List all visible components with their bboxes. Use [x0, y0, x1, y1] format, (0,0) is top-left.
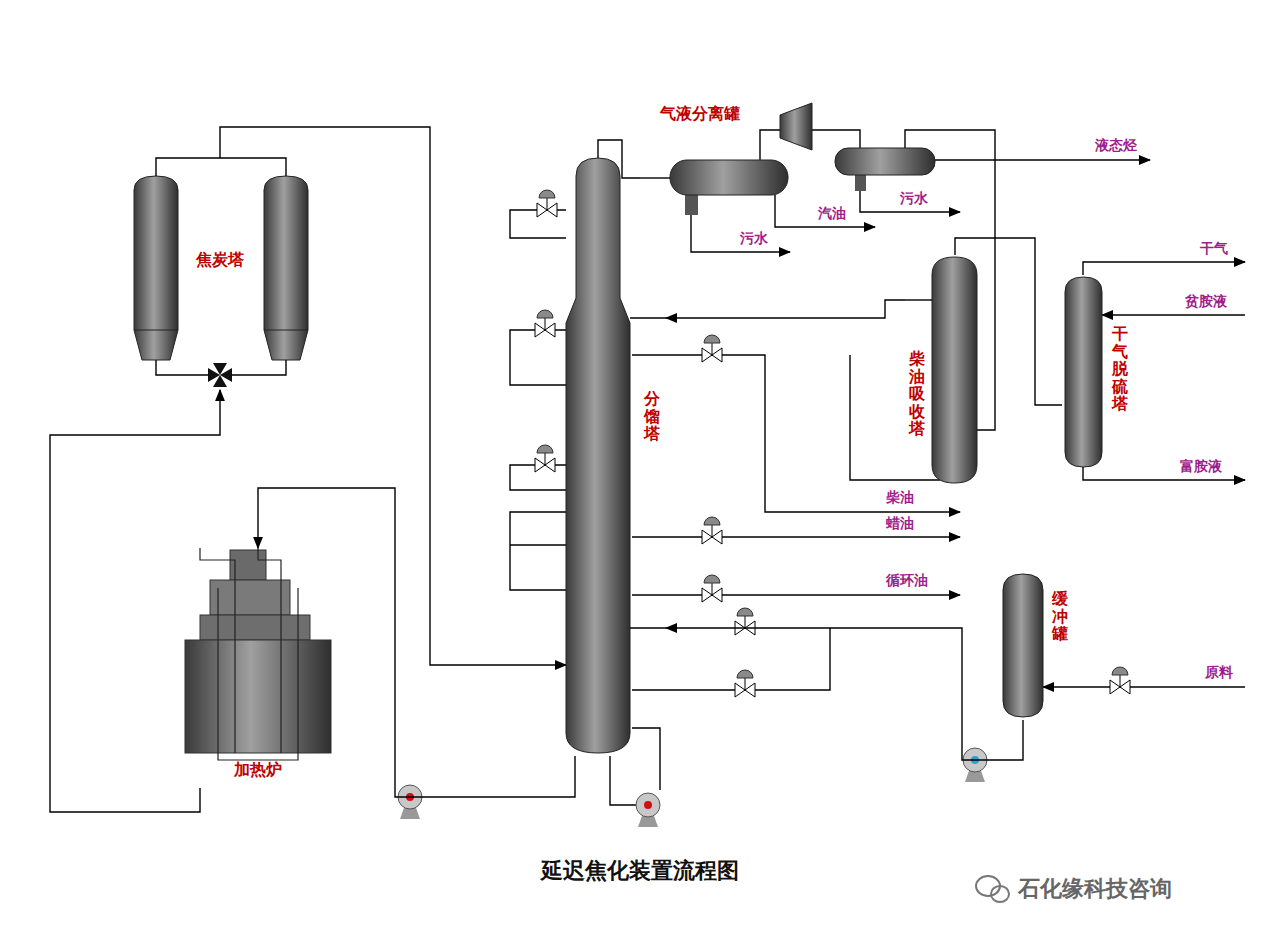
equipment-name: 加热炉	[234, 760, 282, 781]
equipment-outline	[1062, 275, 1142, 470]
stream-label: 贫胺液	[1185, 293, 1227, 311]
equipment-name: 缓冲罐	[1052, 590, 1068, 643]
stream-label: 柴油	[886, 489, 914, 507]
equipment-outline	[566, 158, 666, 756]
equipment-node: 柴油吸收塔	[905, 255, 980, 487]
equipment-name: 干气脱硫塔	[1112, 325, 1128, 413]
stream-label: 富胺液	[1180, 458, 1222, 476]
watermark: 石化缘科技咨询	[1018, 874, 1172, 904]
equipment-name: 焦炭塔	[196, 250, 244, 271]
stream-label: 原料	[1205, 664, 1233, 682]
stream-label: 污水	[900, 190, 928, 208]
equipment-node: 焦炭塔	[130, 150, 310, 390]
stream-label: 干气	[1200, 240, 1228, 258]
diagram-title: 延迟焦化装置流程图	[541, 856, 739, 886]
equipment-node: 加热炉	[183, 548, 333, 788]
equipment-outline	[130, 150, 310, 390]
stream-label: 污水	[740, 230, 768, 248]
equipment-name: 分馏塔	[644, 390, 660, 443]
equipment-node: 干气脱硫塔	[1062, 275, 1142, 470]
stream-label: 循环油	[886, 572, 928, 590]
equipment-node: 分馏塔	[566, 158, 666, 756]
equipment-node: 气液分离罐	[640, 102, 792, 202]
equipment-name: 柴油吸收塔	[909, 350, 925, 438]
process-line	[666, 628, 1023, 760]
process-line	[666, 300, 905, 318]
stream-label: 液态烃	[1095, 137, 1137, 155]
equipment-name: 气液分离罐	[660, 104, 740, 125]
equipment-outline	[183, 548, 333, 788]
stream-label: 蜡油	[886, 515, 914, 533]
stream-label: 汽油	[818, 205, 846, 223]
equipment-node: 缓冲罐	[1000, 572, 1072, 720]
